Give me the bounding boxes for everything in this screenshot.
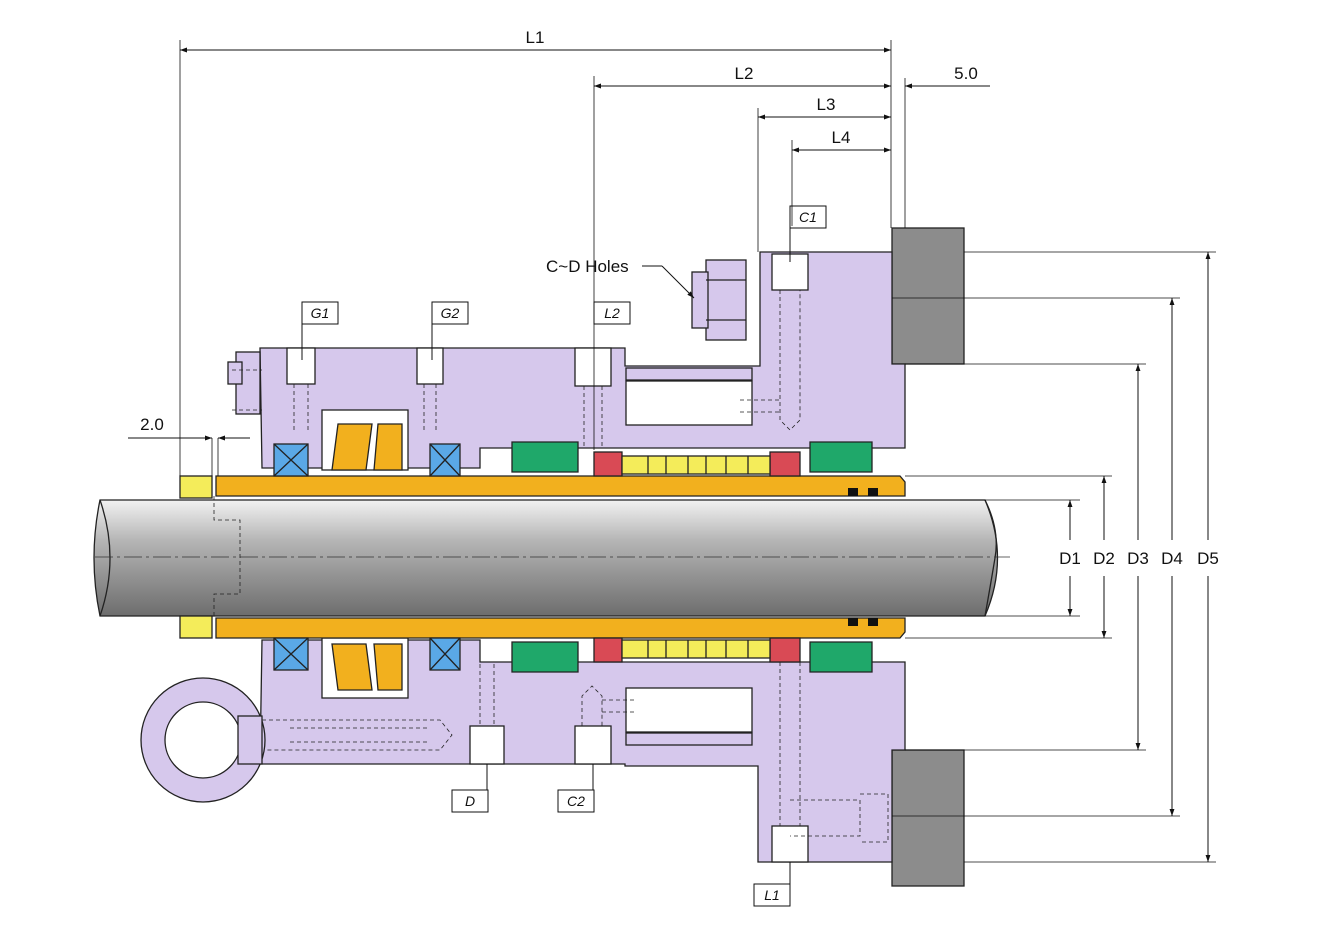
stationary-seats [511,441,873,673]
horizontal-dimensions: L1 L2 L3 L4 5.0 2.0 [128,28,990,476]
spring-pack-upper [621,455,771,475]
hole-bolt [691,259,747,341]
holes-callout-label: C~D Holes [546,257,629,276]
face-ll [593,637,623,663]
oring-2 [868,488,878,496]
collar-upper [179,475,213,499]
svg-text:C2: C2 [567,793,585,809]
port-tag-g1: G1 [301,301,339,360]
dim-label-l4: L4 [832,128,851,147]
face-ul [593,451,623,477]
dim-label-offset-right: 5.0 [954,64,978,83]
seat-ll [511,641,579,673]
port-g1-bore [286,347,316,385]
seat-lr [809,641,873,673]
spring-pack-lower [621,639,771,659]
springs [621,455,771,659]
dim-label-d2: D2 [1093,549,1115,568]
port-tag-c1: C1 [789,205,827,262]
dim-label-d5: D5 [1197,549,1219,568]
port-tag-d: D [451,764,489,813]
port-tag-l2: L2 [593,301,631,325]
housing-upper-strut [625,367,753,381]
face-ur [769,451,801,477]
dim-label-d3: D3 [1127,549,1149,568]
seal-faces [593,451,801,663]
vertical-dimensions: D1 D2 D3 D4 D5 [892,251,1219,863]
oring-3 [848,618,858,626]
face-lr [769,637,801,663]
shaft [93,499,1010,617]
shaft-sleeve [213,475,906,639]
housing-lower-window [625,687,753,733]
seat-ur [809,441,873,473]
port-tag-g2: G2 [431,301,469,360]
port-l2-bore [574,347,612,387]
lifting-eye [140,677,266,803]
dim-label-l2: L2 [735,64,754,83]
sleeve-upper [215,475,906,497]
shaft-body [93,499,999,617]
svg-text:G2: G2 [441,305,460,321]
gland-flange [891,227,965,887]
oring-1 [848,488,858,496]
collar-lower [179,615,213,639]
lifting-eye-neck [237,715,263,765]
port-c2-bore [574,725,612,765]
svg-text:G1: G1 [311,305,330,321]
housing-upper-window [625,380,753,426]
port-d-bore [469,725,505,765]
bearings [331,423,403,691]
upper-ports [232,253,809,448]
oring-4 [868,618,878,626]
port-g2-bore [416,347,444,385]
lip-seals [273,443,461,671]
sleeve-lower [215,617,906,639]
housing-lower-strut [625,732,753,746]
dim-label-d1: D1 [1059,549,1081,568]
dim-label-d4: D4 [1161,549,1183,568]
svg-text:L2: L2 [604,305,620,321]
bolt-nut [705,259,747,341]
flange-upper [891,227,965,365]
set-screw-head [227,361,243,385]
svg-text:L1: L1 [764,887,780,903]
dim-label-l3: L3 [817,95,836,114]
dim-label-offset-left: 2.0 [140,415,164,434]
port-tag-l1: L1 [753,862,791,907]
dim-label-l1: L1 [526,28,545,47]
seat-ul [511,441,579,473]
holes-callout: C~D Holes [546,257,695,299]
bearing-upper [331,423,403,471]
port-l1-bore [771,825,809,863]
svg-text:C1: C1 [799,209,817,225]
port-tag-c2: C2 [557,764,595,813]
bearing-lower [331,643,403,691]
port-tags: G1 G2 L2 C1 D C2 L1 [301,205,827,907]
svg-text:D: D [465,793,475,809]
bolt-washer [691,271,709,329]
lifting-eye-hole [164,701,242,779]
drive-collar [179,475,213,639]
flange-lower [891,749,965,887]
